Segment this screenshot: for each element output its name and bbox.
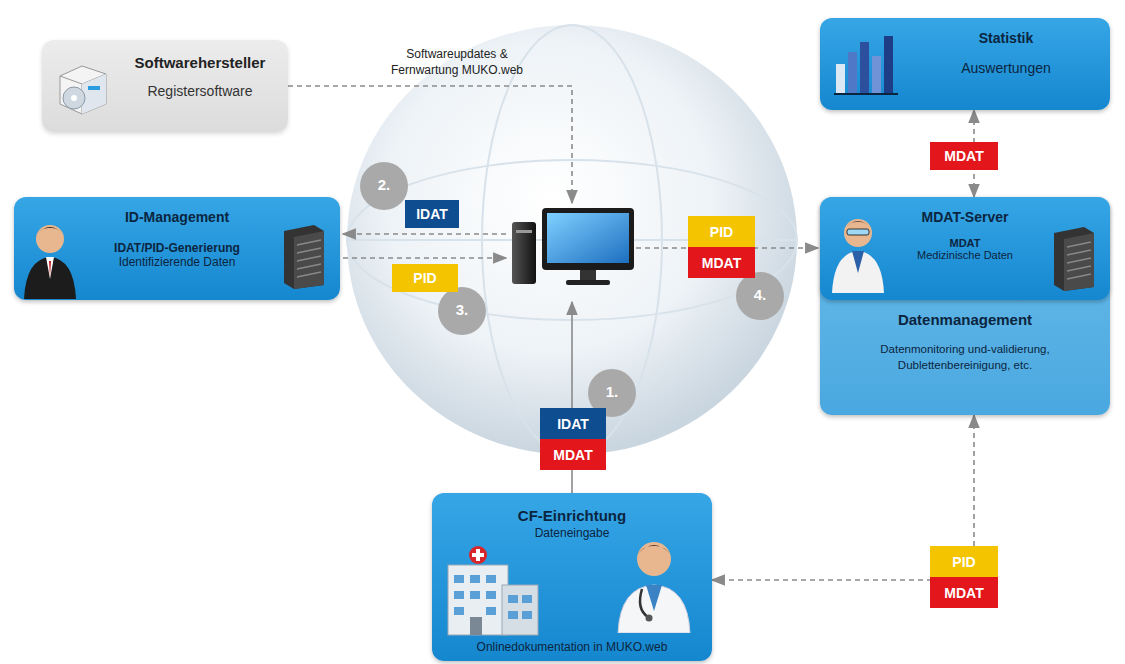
node-text: MDAT bbox=[886, 237, 1044, 249]
scientist-icon bbox=[830, 213, 886, 293]
node-title: PID bbox=[710, 224, 733, 240]
bar-chart-icon bbox=[832, 30, 904, 98]
node-title: ID-Management bbox=[80, 209, 274, 225]
software-box-icon bbox=[52, 56, 114, 118]
server-icon bbox=[1048, 225, 1098, 293]
pid-tag: PID bbox=[688, 216, 755, 247]
node-title: MDAT bbox=[944, 148, 983, 164]
callout-number: 1. bbox=[588, 383, 636, 400]
pid-tag: PID bbox=[930, 546, 998, 577]
hospital-icon bbox=[442, 545, 542, 637]
node-title: MDAT-Server bbox=[886, 209, 1044, 225]
mdat-tag: MDAT bbox=[540, 439, 606, 470]
node-title: Softwarehersteller bbox=[122, 54, 278, 71]
callout-circles bbox=[360, 162, 784, 417]
node-title: Statistik bbox=[912, 30, 1100, 46]
data-flow-lines bbox=[288, 86, 818, 258]
node-title: IDAT bbox=[557, 416, 589, 432]
person-icon bbox=[22, 219, 78, 299]
doctor-icon bbox=[614, 533, 694, 633]
callout-number: 4. bbox=[736, 286, 784, 303]
node-title: MDAT bbox=[702, 255, 741, 271]
software-vendor-box: SoftwareherstellerRegistersoftware bbox=[42, 40, 288, 132]
server-icon bbox=[278, 223, 328, 291]
node-title: CF-Einrichtung bbox=[440, 507, 704, 524]
node-title: MDAT bbox=[553, 447, 592, 463]
node-title: IDAT bbox=[416, 206, 448, 222]
node-title: Datenmanagement bbox=[834, 311, 1096, 328]
cf-facility-box: CF-EinrichtungDateneingabeOnlinedokument… bbox=[432, 493, 712, 661]
idat-tag: IDAT bbox=[540, 408, 606, 439]
node-text: IDAT/PID-Generierung bbox=[80, 241, 274, 255]
callout-number: 3. bbox=[438, 301, 486, 318]
node-text: Registersoftware bbox=[122, 83, 278, 99]
mdat-server-box: MDAT-ServerMDATMedizinische Daten bbox=[820, 197, 1110, 300]
statistics-box: StatistikAuswertungen bbox=[820, 18, 1110, 110]
computer-icon bbox=[512, 208, 634, 285]
node-text: Auswertungen bbox=[912, 60, 1100, 76]
idat-tag: IDAT bbox=[405, 200, 459, 228]
callout-number: 2. bbox=[360, 176, 408, 193]
flow-label: Softwareupdates & Fernwartung MUKO.web bbox=[372, 47, 542, 78]
node-title: PID bbox=[952, 554, 975, 570]
node-text: Datenmonitoring und-validierung, Dublett… bbox=[834, 342, 1096, 373]
node-text: Onlinedokumentation in MUKO.web bbox=[440, 640, 704, 654]
id-management-box: ID-ManagementIDAT/PID-GenerierungIdentif… bbox=[14, 197, 340, 300]
node-text: Dateneingabe bbox=[440, 526, 704, 540]
pid-tag: PID bbox=[392, 264, 458, 292]
node-text: Medizinische Daten bbox=[886, 249, 1044, 261]
node-title: MDAT bbox=[944, 585, 983, 601]
node-title: PID bbox=[413, 270, 436, 286]
node-text: Identifizierende Daten bbox=[80, 255, 274, 269]
mdat-tag: MDAT bbox=[930, 577, 998, 608]
mdat-tag: MDAT bbox=[688, 247, 755, 278]
mdat-tag: MDAT bbox=[930, 142, 998, 170]
data-management-box: DatenmanagementDatenmonitoring und-valid… bbox=[820, 197, 1110, 415]
